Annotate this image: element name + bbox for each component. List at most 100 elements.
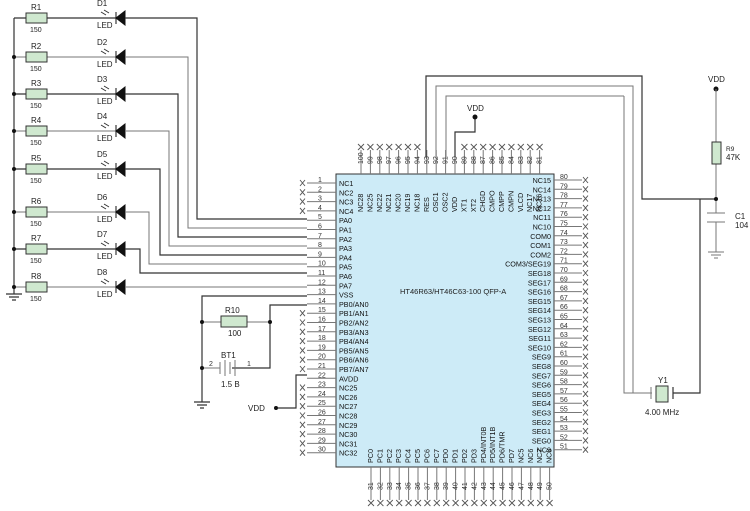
led-diode-icon: [115, 160, 126, 178]
resistor: [25, 12, 48, 24]
light-emission-icon: [100, 203, 110, 210]
no-connect-icon: [461, 143, 468, 151]
pin-label: PC4: [404, 449, 413, 463]
pin-label: PA0: [339, 216, 352, 225]
reset-network: R10 100 BT1 1.5 B 2 1 VDD: [194, 295, 307, 413]
diode-label: D4: [97, 112, 108, 121]
pin-number: 6: [318, 224, 322, 231]
pin-number: 75: [560, 221, 568, 228]
no-connect-icon: [582, 409, 589, 416]
vdd-wire: [454, 118, 476, 157]
no-connect-icon: [395, 499, 403, 507]
pin-label: NC9: [537, 446, 551, 455]
diode-label: D3: [97, 75, 108, 84]
chip-pin: 21 PB7/AN7: [299, 363, 369, 374]
pin-label: NC2: [339, 188, 353, 197]
pin-label: SEG8: [532, 362, 551, 371]
junction-dot: [12, 92, 16, 96]
pin-label: VLCD: [516, 193, 525, 212]
pin-number: 68: [560, 286, 568, 293]
pin-label: PC2: [385, 449, 394, 463]
pin-label: SEG16: [528, 288, 551, 297]
resistor-value: 150: [30, 66, 42, 73]
light-emission-icon: [100, 240, 110, 247]
pin-number: 17: [318, 326, 326, 333]
pin-number: 43: [481, 482, 488, 490]
no-connect-icon: [471, 499, 478, 507]
diode-label: D5: [97, 150, 108, 159]
pin-number: 24: [318, 391, 326, 398]
bt1-pin1: 1: [247, 361, 251, 368]
pin-number: 29: [318, 437, 326, 444]
pin-number: 82: [527, 156, 534, 164]
vss-wire: [201, 295, 307, 402]
pin-label: PC5: [413, 449, 422, 463]
pin-label: NC11: [533, 213, 551, 222]
no-connect-icon: [299, 198, 306, 205]
no-connect-icon: [582, 288, 589, 295]
no-connect-icon: [582, 399, 589, 407]
no-connect-icon: [424, 499, 431, 507]
no-connect-icon: [299, 440, 306, 447]
pin-label: NC31: [339, 439, 357, 448]
pin-number: 2: [318, 186, 322, 193]
pin-number: 99: [367, 156, 374, 164]
pin-label: NC6: [526, 449, 535, 463]
junction-dot: [12, 55, 16, 59]
diode-label: D6: [97, 193, 108, 202]
pin-number: 91: [443, 156, 450, 164]
osc-network: VDD VDD R9 47K C1 104 Y1 4.00 MHz: [425, 75, 749, 417]
no-connect-icon: [385, 143, 393, 151]
no-connect-icon: [376, 143, 384, 151]
vdd-dot: [472, 114, 478, 120]
pin-label: OSC2: [441, 192, 450, 212]
pin-number: 4: [318, 205, 322, 212]
junction-dot: [12, 285, 16, 289]
no-connect-icon: [582, 427, 589, 435]
no-connect-icon: [299, 179, 306, 187]
pin-number: 21: [318, 363, 326, 370]
resistor-value: 150: [30, 221, 42, 228]
pin-number: 14: [318, 298, 326, 305]
pin-label: PA1: [339, 226, 352, 235]
pin-label: NC3: [339, 198, 353, 207]
pin-number: 42: [471, 482, 478, 490]
pin-number: 31: [368, 482, 375, 490]
pin-number: 16: [318, 317, 326, 324]
pin-number: 46: [509, 482, 516, 490]
no-connect-icon: [582, 325, 589, 333]
r9-label: R9: [726, 146, 735, 153]
pin-label: NC18: [412, 194, 421, 212]
pin-number: 25: [318, 400, 326, 407]
no-connect-icon: [299, 412, 306, 419]
no-connect-icon: [582, 176, 589, 184]
resistor: [25, 88, 48, 100]
pin-number: 78: [560, 193, 568, 200]
resistor: [25, 51, 48, 63]
diode-label: D1: [97, 0, 108, 8]
no-connect-icon: [405, 499, 412, 507]
pin-number: 41: [462, 482, 469, 490]
res-wire: [425, 75, 716, 200]
pin-label: NC28: [356, 194, 365, 212]
avdd-wire: [278, 374, 307, 409]
pin-number: 64: [560, 323, 568, 330]
pin-label: PB7/AN7: [339, 365, 369, 374]
pin-label: NC10: [533, 223, 551, 232]
